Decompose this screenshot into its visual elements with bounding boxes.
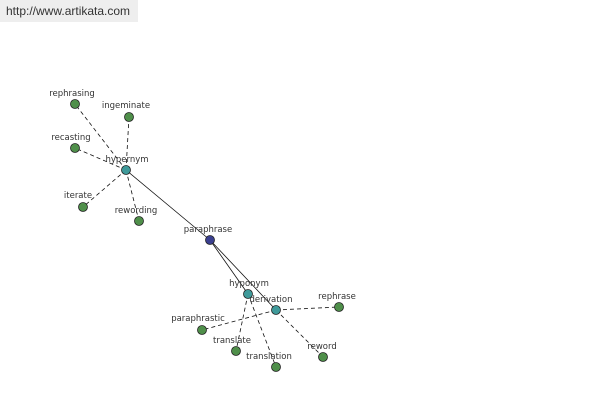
nodes-layer (70, 99, 344, 372)
word-rewording-label[interactable]: rewording (115, 206, 158, 216)
word-translation-label[interactable]: translation (246, 352, 292, 362)
labels-layer: rephrasing ingeminate recasting iterate rewo… (49, 89, 356, 362)
edges-layer (74, 103, 340, 368)
edge-hypernym-iterate (82, 169, 127, 208)
center-paraphrase-node[interactable] (205, 235, 215, 245)
word-iterate-node[interactable] (78, 202, 88, 212)
relation-hyponym-label[interactable]: hyponym (229, 279, 269, 289)
word-paraphrastic-node[interactable] (197, 325, 207, 335)
word-rephrasing-label[interactable]: rephrasing (49, 89, 95, 99)
word-translate-node[interactable] (231, 346, 241, 356)
edge-hyponym-translate (235, 293, 249, 352)
edge-hypernym-recasting (74, 147, 127, 171)
word-rephrasing-node[interactable] (70, 99, 80, 109)
word-rephrase-node[interactable] (334, 302, 344, 312)
word-ingeminate-node[interactable] (124, 112, 134, 122)
edge-hyponym-translation (247, 293, 277, 368)
word-recasting-node[interactable] (70, 143, 80, 153)
edge-paraphrase-hyponym (209, 239, 249, 295)
relation-hypernym-node[interactable] (121, 165, 131, 175)
edge-hypernym-ingeminate (125, 116, 130, 171)
source-url-link[interactable]: http://www.artikata.com (0, 0, 138, 22)
word-translate-label[interactable]: translate (213, 336, 251, 346)
relation-hypernym-label[interactable]: hypernym (105, 155, 148, 165)
edge-hypernym-rewording (125, 169, 140, 222)
relation-derivation-label[interactable]: derivation (249, 295, 292, 305)
edge-derivation-paraphrastic (201, 309, 277, 331)
word-recasting-label[interactable]: recasting (51, 133, 90, 143)
word-paraphrastic-label[interactable]: paraphrastic (171, 314, 225, 324)
word-ingeminate-label[interactable]: ingeminate (102, 101, 150, 111)
word-translation-node[interactable] (271, 362, 281, 372)
edge-paraphrase-derivation (209, 239, 277, 311)
edge-paraphrase-hypernym (125, 169, 211, 241)
relation-derivation-node[interactable] (271, 305, 281, 315)
word-iterate-label[interactable]: iterate (64, 191, 92, 201)
relation-hyponym-node[interactable] (243, 289, 253, 299)
center-paraphrase-label[interactable]: paraphrase (184, 225, 232, 235)
word-rephrase-label[interactable]: rephrase (318, 292, 356, 302)
word-reword-label[interactable]: reword (307, 342, 336, 352)
word-reword-node[interactable] (318, 352, 328, 362)
word-rewording-node[interactable] (134, 216, 144, 226)
edge-derivation-rephrase (275, 306, 340, 311)
